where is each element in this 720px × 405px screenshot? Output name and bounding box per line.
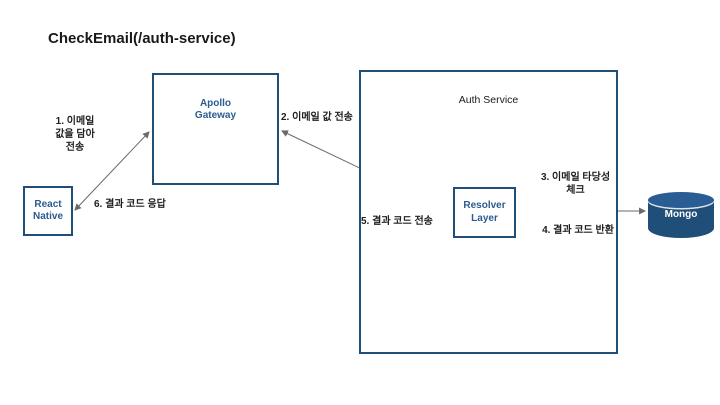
- edge-label-step1: 1. 이메일 값을 담아 전송: [55, 116, 95, 153]
- diagram-title: CheckEmail(/auth-service): [48, 30, 236, 47]
- node-mongo: Mongo: [648, 192, 714, 238]
- node-resolver-layer: Resolver Layer: [453, 187, 516, 238]
- edge-label-step5: 5. 결과 코드 전송: [361, 216, 433, 227]
- node-react-native-label: React Native: [32, 198, 63, 223]
- node-react-native: React Native: [23, 186, 73, 236]
- node-apollo-gateway: Apollo Gateway: [152, 73, 279, 185]
- node-resolver-layer-label: Resolver Layer: [463, 200, 506, 224]
- node-apollo-gateway-label: Apollo Gateway: [194, 97, 237, 122]
- cylinder-top: [648, 192, 714, 208]
- node-mongo-label: Mongo: [664, 209, 698, 220]
- edge-label-step4: 4. 결과 코드 반환: [542, 225, 614, 236]
- edge-label-step2: 2. 이메일 값 전송: [281, 112, 353, 123]
- edge-label-step6: 6. 결과 코드 응답: [94, 199, 166, 210]
- edge-label-step3: 3. 이메일 타당성 체크: [540, 172, 611, 196]
- node-auth-service-label: Auth Service: [458, 93, 519, 106]
